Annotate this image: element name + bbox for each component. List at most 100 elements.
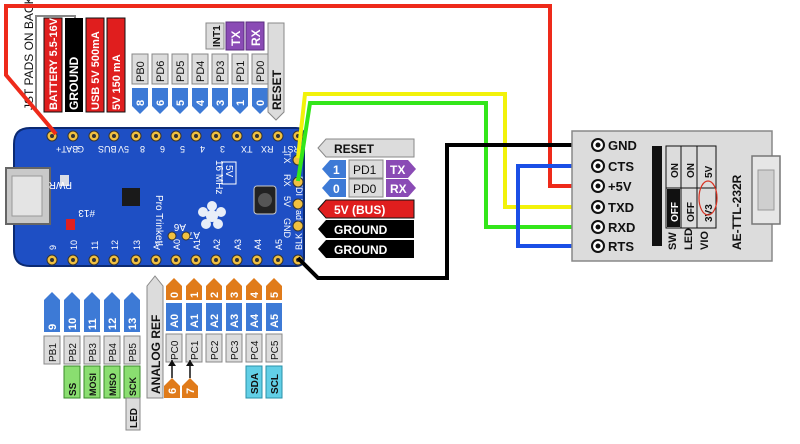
top-num-tag-1 (152, 88, 168, 114)
v5-sw-label: 5V (704, 165, 715, 178)
top-silk-1: G (77, 144, 84, 154)
bottom-fn-tag-1 (63, 365, 81, 399)
bottom-silk-9: A3 (233, 239, 243, 250)
top-port-tag-3 (191, 53, 209, 85)
analog-a-label-0: A0 (169, 314, 181, 328)
top-silk-9: TX (241, 144, 253, 154)
ground1-tag (318, 220, 414, 238)
rx-tag (245, 21, 265, 51)
led-label: LED (129, 408, 140, 428)
bottom-port-tag-0 (43, 335, 61, 365)
top-pad-hole-10 (255, 134, 259, 138)
v5-label: 5V 150 mA (111, 54, 123, 110)
pd0-num-tag (322, 179, 346, 197)
pd1-tag (348, 159, 384, 179)
ftdi-pin-label-0: GND (608, 138, 637, 153)
top-port-label-0: PB0 (135, 61, 147, 82)
analog-fn-tag-5 (265, 365, 283, 399)
pd1-num-tag (322, 160, 346, 178)
reset-button-cap (258, 193, 272, 207)
top-silk-8: 3 (220, 144, 225, 154)
top-num-label-3: 4 (195, 99, 207, 106)
bottom-num-label-2: 11 (87, 318, 99, 330)
analog-num-tag-1 (186, 278, 202, 300)
bottom-pad-hole-11 (276, 258, 280, 262)
reset-right-tag (317, 138, 415, 158)
pd1-label: PD1 (353, 163, 377, 177)
analog-fn-label-4: SDA (250, 373, 261, 394)
analog-num-label-4: 4 (249, 291, 261, 298)
top-num-tag-4 (212, 88, 228, 114)
top-silk-0: BAT+ (56, 144, 78, 154)
analog-ref-label: ANALOG REF (149, 315, 163, 394)
analog-a-tag-3 (226, 303, 242, 331)
usb5v-tag (85, 17, 105, 113)
a6-tag-group: 6 (164, 360, 180, 398)
led-on-label: ON (686, 163, 697, 178)
analog-num-label-3: 3 (229, 292, 241, 298)
top-pad-hole-0 (50, 134, 54, 138)
bottom-silk-5: Ar (152, 241, 162, 250)
ground-label: GROUND (67, 56, 81, 110)
a7-tag (182, 378, 198, 398)
switch-table: SW LED VIO OFF ON OFF ON 3V3 5V (665, 145, 718, 250)
analog-port-tag-2 (205, 333, 223, 363)
bottom-num-tag-0 (44, 292, 60, 332)
top-silk-3: 5V (118, 144, 129, 154)
ground2-tag (318, 240, 414, 258)
top-silk-7: 4 (200, 144, 205, 154)
tx-label: TX (229, 31, 243, 46)
led13 (66, 219, 75, 230)
rj45-inner (757, 169, 775, 211)
pd0-rx-label: RX (390, 182, 407, 196)
top-port-tag-4 (211, 53, 229, 85)
analog-port-label-1: PC1 (190, 340, 201, 360)
analog-port-label-3: PC3 (230, 340, 241, 360)
bottom-fn-tag-2 (83, 365, 101, 399)
usb5v-label: USB 5V 500mA (90, 31, 102, 110)
bottom-silk-1: 10 (69, 240, 79, 250)
pro-trinket-board: PWR #13 Pro Trinket! 16 MHz 5V A6 A7 FTD… (5, 127, 322, 267)
bottom-pad-hole-6 (174, 258, 178, 262)
bottom-pad-hole-9 (235, 258, 239, 262)
analog-port-tag-3 (225, 333, 243, 363)
pwr-label: PWR (49, 179, 72, 190)
wire-black (296, 143, 600, 280)
analog-fn-label-5: SCL (270, 374, 281, 394)
a7-tag-group: 7 (182, 360, 198, 398)
right-pad-3 (292, 220, 304, 232)
pd0-label: PD0 (353, 182, 377, 196)
top-num-label-6: 0 (255, 100, 267, 106)
top-port-label-3: PD4 (195, 61, 207, 82)
a6-pad (167, 231, 177, 241)
led-sw-label: LED (683, 228, 695, 250)
pwr-led (60, 175, 69, 186)
bottom-pad-hole-5 (154, 258, 158, 262)
ftdi-pad-hole-5 (595, 243, 601, 249)
analog-a-tag-1 (186, 303, 202, 331)
sw-off-label: OFF (670, 202, 681, 222)
top-port-tag-1 (151, 53, 169, 85)
analog-ref-tag (146, 275, 164, 399)
bus-label: 5V (BUS) (334, 203, 385, 217)
analog-a-label-3: A3 (229, 314, 241, 328)
top-silk-6: 5 (180, 144, 185, 154)
wire-blue (516, 164, 600, 248)
bottom-fn-label-4: SCK (128, 376, 138, 396)
ftdi-pin-label-1: CTS (608, 159, 634, 174)
top-num-label-5: 1 (235, 100, 247, 106)
top-port-label-1: PD6 (155, 61, 167, 82)
top-num-label-1: 6 (155, 100, 167, 106)
analog-fn-tag-4 (245, 365, 263, 399)
right-pad-2 (292, 198, 304, 210)
top-num-label-0: 8 (135, 100, 147, 106)
bottom-pad-hole-3 (112, 258, 116, 262)
bottom-num-label-3: 12 (107, 318, 119, 330)
ground1-label: GROUND (334, 223, 388, 237)
bottom-pad-hole-0 (50, 258, 54, 262)
top-num-label-2: 5 (175, 100, 187, 106)
ftdi-pin-label-3: TXD (608, 200, 634, 215)
analog-port-tag-1 (185, 333, 203, 363)
bottom-fn-label-1: SS (68, 382, 79, 396)
